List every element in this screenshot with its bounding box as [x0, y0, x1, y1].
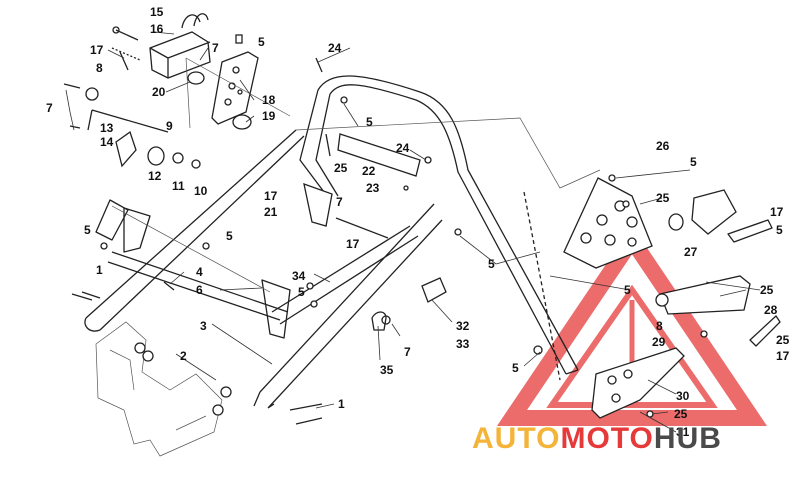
callout-5: 5	[512, 361, 519, 375]
callout-labels: 15 16 17 7 5 8 7 20 18 19 13 9 14 12 11 …	[46, 5, 790, 439]
callout-11: 11	[172, 179, 185, 193]
callout-22: 22	[362, 164, 376, 178]
callout-5: 5	[298, 285, 305, 299]
callout-5: 5	[226, 229, 233, 243]
callout-32: 32	[456, 319, 470, 333]
callout-25: 25	[760, 283, 774, 297]
callout-14: 14	[100, 135, 114, 149]
callout-24: 24	[396, 141, 410, 155]
callout-17: 17	[776, 349, 790, 363]
rear-hoop-frame	[295, 75, 601, 375]
callout-4: 4	[196, 265, 203, 279]
callout-25: 25	[334, 161, 348, 175]
callout-23: 23	[366, 181, 380, 195]
callout-26: 26	[656, 139, 670, 153]
lower-left-bracket	[95, 321, 232, 457]
callout-33: 33	[456, 337, 470, 351]
callout-1: 1	[338, 397, 345, 411]
callout-34: 34	[292, 269, 306, 283]
callout-7: 7	[336, 195, 343, 209]
callout-3: 3	[200, 319, 207, 333]
callout-27: 27	[684, 245, 698, 259]
bracket-9-assembly	[63, 83, 201, 169]
callout-25: 25	[674, 407, 688, 421]
callout-5: 5	[624, 283, 631, 297]
callout-17: 17	[264, 189, 278, 203]
callout-7: 7	[46, 101, 53, 115]
watermark-text-hub: HUB	[654, 422, 722, 455]
callout-20: 20	[152, 85, 166, 99]
callout-12: 12	[148, 169, 162, 183]
electrical-box-assembly	[111, 13, 291, 130]
callout-5: 5	[258, 35, 265, 49]
callout-25: 25	[656, 191, 670, 205]
watermark-text-moto: MOTO	[560, 422, 653, 455]
callout-8: 8	[96, 61, 103, 75]
callout-9: 9	[166, 119, 173, 133]
watermark-text: AUTOMOTOHUB	[472, 422, 722, 455]
leader-lines	[65, 31, 761, 433]
fasteners	[71, 57, 708, 425]
callout-21: 21	[264, 205, 278, 219]
callout-2: 2	[180, 349, 187, 363]
watermark-text-auto: AUTO	[472, 422, 560, 455]
callout-5: 5	[488, 257, 495, 271]
callout-13: 13	[100, 121, 114, 135]
callout-17: 17	[346, 237, 360, 251]
watermark-triangle-icon	[496, 225, 768, 426]
callout-24: 24	[328, 41, 342, 55]
callout-30: 30	[676, 389, 690, 403]
front-rails	[84, 129, 443, 409]
callout-15: 15	[150, 5, 164, 19]
callout-31: 31	[676, 425, 690, 439]
callout-19: 19	[262, 109, 276, 123]
callout-25: 25	[776, 333, 790, 347]
callout-18: 18	[262, 93, 276, 107]
callout-28: 28	[764, 303, 778, 317]
callout-10: 10	[194, 184, 208, 198]
callout-5: 5	[776, 223, 783, 237]
callout-17: 17	[770, 205, 784, 219]
callout-7: 7	[404, 345, 411, 359]
callout-7: 7	[212, 41, 219, 55]
callout-5: 5	[84, 223, 91, 237]
callout-5: 5	[366, 115, 373, 129]
callout-16: 16	[150, 22, 164, 36]
callout-35: 35	[380, 363, 394, 377]
callout-5: 5	[690, 155, 697, 169]
callout-1: 1	[96, 263, 103, 277]
callout-17: 17	[90, 43, 104, 57]
callout-8: 8	[656, 319, 663, 333]
callout-29: 29	[652, 335, 666, 349]
callout-6: 6	[196, 283, 203, 297]
